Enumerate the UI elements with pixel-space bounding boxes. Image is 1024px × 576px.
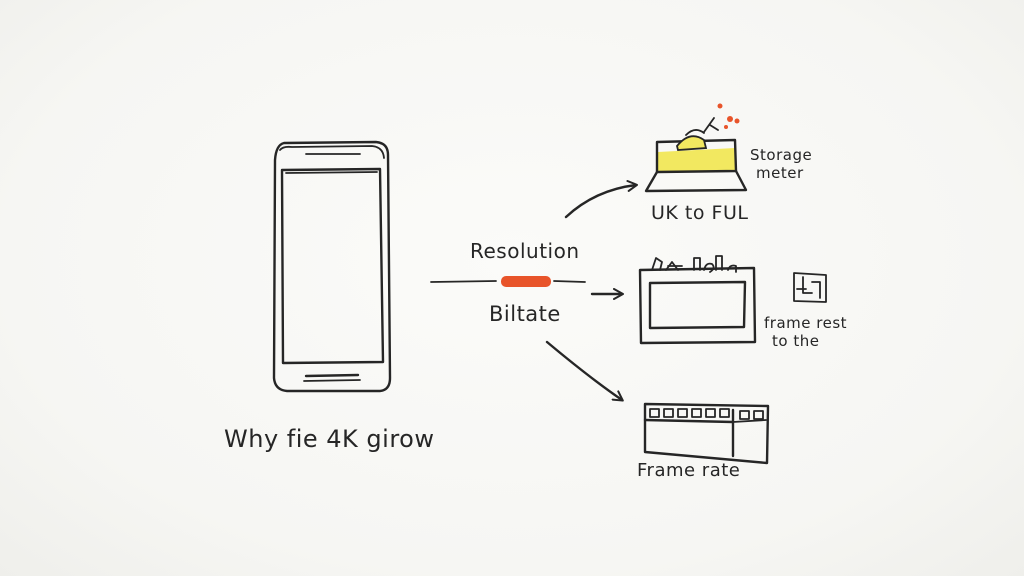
orange-highlight-bar [501,276,551,287]
arrow-to-film [545,340,624,402]
phone-caption: Why fie 4K girow [224,425,435,453]
small-frame-icon [793,272,827,303]
storage-title: UK to FUL [651,202,749,224]
arrow-to-storage [564,180,638,219]
bitrate-label: Biltate [489,302,561,326]
film-strip-icon [643,402,770,465]
storage-side-label-line2: meter [756,164,804,182]
storage-side-label-line1: Storage [750,146,813,164]
storage-meter-icon [644,103,748,193]
frame-side-label-line1: frame rest [764,314,848,332]
phone-icon [272,140,392,393]
film-title: Frame rate [637,460,741,481]
center-connector [430,276,586,287]
resolution-label: Resolution [470,239,580,263]
frame-side-label-line2: to the [772,332,820,350]
frame-box-icon [638,255,757,345]
